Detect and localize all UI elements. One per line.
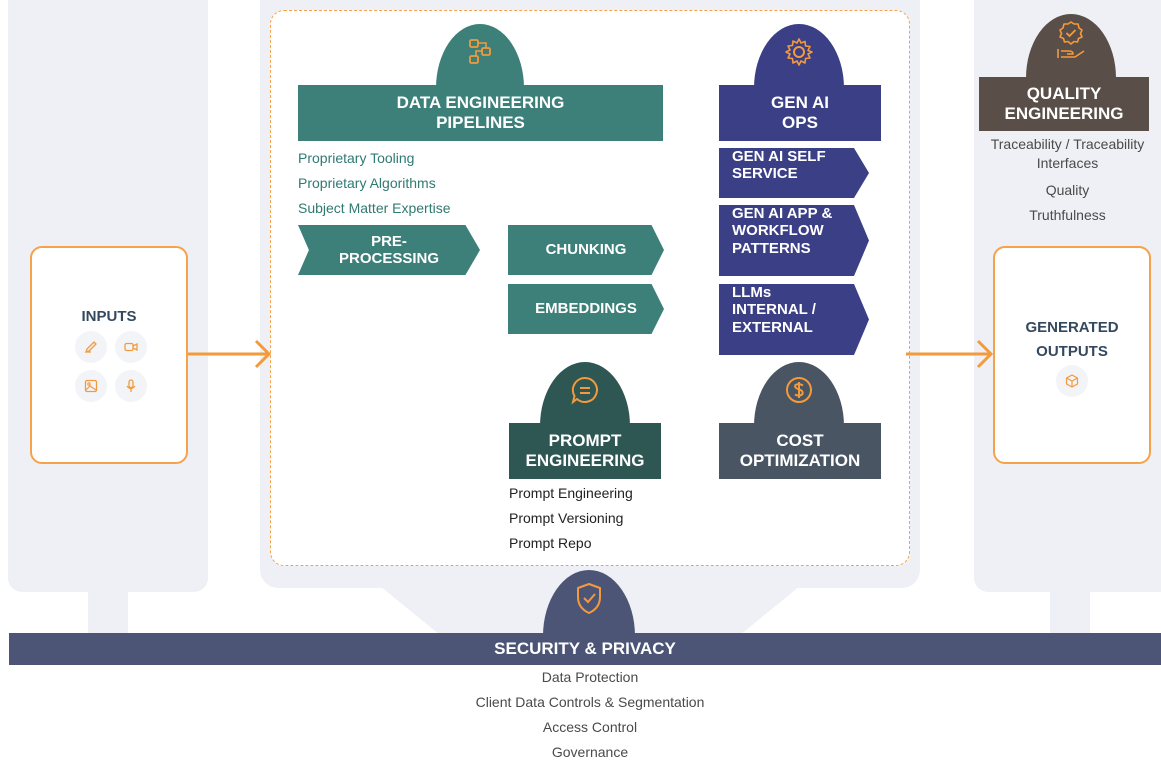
data-engineering-items: Proprietary Tooling Proprietary Algorith… <box>298 146 451 221</box>
cost-optimization-title-line2: OPTIMIZATION <box>739 451 861 470</box>
tag-line: INTERNAL / <box>732 301 816 319</box>
security-items: Data Protection Client Data Controls & S… <box>380 665 800 765</box>
cost-optimization-title-line1: COST <box>776 431 824 451</box>
microphone-icon <box>115 370 147 402</box>
shield-icon <box>577 583 601 614</box>
right-connector <box>1050 590 1090 634</box>
data-engineering-header: DATA ENGINEERING PIPELINES <box>298 85 663 141</box>
inputs-title: INPUTS <box>81 308 137 325</box>
quality-engineering-items: Traceability / Traceability Interfaces Q… <box>974 134 1161 228</box>
video-icon <box>115 331 147 363</box>
prompt-engineering-items: Prompt Engineering Prompt Versioning Pro… <box>509 481 633 556</box>
outputs-title-line1: GENERATED <box>1025 319 1119 336</box>
outputs-box: GENERATED OUTPUTS <box>993 246 1151 464</box>
quality-engineering-header: QUALITY ENGINEERING <box>979 77 1149 131</box>
image-icon <box>75 370 107 402</box>
quality-engineering-title-line1: QUALITY <box>1026 84 1102 104</box>
list-item: Proprietary Tooling <box>298 150 415 166</box>
list-item: Governance <box>551 744 629 760</box>
gen-ai-ops-title-line2: OPS <box>782 113 818 132</box>
gen-ai-ops-title-line1: GEN AI <box>771 93 829 113</box>
left-connector <box>88 590 128 634</box>
list-item: Quality <box>1045 182 1090 198</box>
quality-engineering-title-line2: ENGINEERING <box>1004 104 1124 123</box>
preprocessing-line2: PROCESSING <box>338 250 440 267</box>
list-item: Truthfulness <box>1029 207 1106 223</box>
pipeline-icon <box>469 39 491 64</box>
tag-line: PATTERNS <box>732 239 811 257</box>
gen-ai-self-service-tag: GEN AI SELF SERVICE <box>719 148 869 198</box>
data-engineering-title-line1: DATA ENGINEERING <box>396 93 565 113</box>
list-item: Data Protection <box>541 669 639 685</box>
gen-ai-ops-header: GEN AI OPS <box>719 85 881 141</box>
tag-line: SERVICE <box>732 165 798 183</box>
cost-optimization-header: COST OPTIMIZATION <box>719 423 881 479</box>
inputs-box: INPUTS <box>30 246 188 464</box>
list-item: Prompt Versioning <box>509 510 624 526</box>
embeddings-tag: EMBEDDINGS <box>508 284 664 334</box>
prompt-engineering-title-line2: ENGINEERING <box>525 451 645 470</box>
gear-icon <box>785 38 813 66</box>
dollar-icon <box>786 377 812 403</box>
list-item: Proprietary Algorithms <box>298 175 436 191</box>
data-engineering-title-line2: PIPELINES <box>436 113 525 132</box>
chat-icon <box>571 376 598 405</box>
prompt-engineering-title-line1: PROMPT <box>548 431 622 451</box>
quality-hand-icon <box>1057 21 1085 58</box>
pencil-icon <box>75 331 107 363</box>
llms-tag: LLMs INTERNAL / EXTERNAL <box>719 284 869 355</box>
tag-line: GEN AI SELF <box>732 148 826 165</box>
list-item: Interfaces <box>1036 155 1099 171</box>
gen-ai-app-workflow-tag: GEN AI APP & WORKFLOW PATTERNS <box>719 205 869 276</box>
input-arrow <box>188 338 274 375</box>
list-item: Prompt Engineering <box>509 485 633 501</box>
outputs-title: GENERATED OUTPUTS <box>995 316 1149 364</box>
prompt-engineering-header: PROMPT ENGINEERING <box>509 423 661 479</box>
tag-line: EXTERNAL <box>732 318 813 336</box>
outputs-title-line2: OUTPUTS <box>1036 343 1108 360</box>
list-item: Traceability / Traceability <box>990 136 1145 152</box>
list-item: Subject Matter Expertise <box>298 200 451 216</box>
tag-line: GEN AI APP & <box>732 205 833 222</box>
tag-line: LLMs <box>732 284 772 301</box>
security-bar: SECURITY & PRIVACY <box>9 633 1161 665</box>
chunking-tag: CHUNKING <box>508 225 664 275</box>
preprocessing-line1: PRE- <box>371 232 407 250</box>
list-item: Access Control <box>542 719 638 735</box>
preprocessing-tag: PRE- PROCESSING <box>298 225 480 275</box>
tag-line: WORKFLOW <box>732 222 824 240</box>
list-item: Prompt Repo <box>509 535 592 551</box>
output-arrow <box>906 338 996 375</box>
cube-icon <box>1056 365 1088 397</box>
list-item: Client Data Controls & Segmentation <box>475 694 705 710</box>
